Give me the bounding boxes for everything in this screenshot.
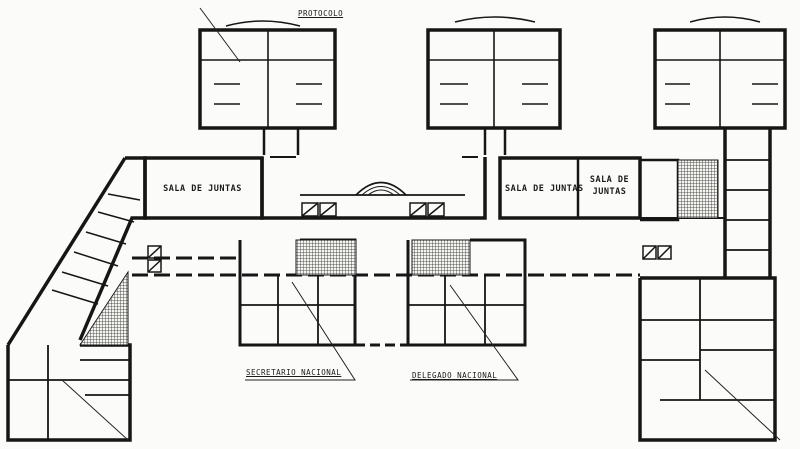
hatched-areas: [79, 159, 719, 346]
label-sala-juntas-right-1: SALA DE: [589, 175, 630, 185]
label-delegado-nacional: DELEGADO NACIONAL: [412, 371, 498, 380]
north-wing-middle: [426, 16, 562, 155]
label-sala-juntas-mid: SALA DE JUNTAS: [505, 184, 584, 194]
main-corridor: [132, 256, 640, 277]
north-wing-right: [653, 16, 787, 130]
leader-lines: [61, 7, 781, 441]
label-secretario-nacional: SECRETARIO NACIONAL: [246, 368, 342, 377]
label-protocolo: PROTOCOLO: [298, 9, 344, 18]
lift-boxes: [147, 202, 672, 273]
label-sala-juntas-left: SALA DE JUNTAS: [163, 184, 242, 194]
north-wing-left: [198, 20, 337, 155]
label-sala-juntas-right-2: JUNTAS: [592, 187, 627, 197]
south-east-block: [638, 276, 777, 442]
diagonal-west-wing: [6, 156, 147, 346]
central-block: [260, 156, 487, 220]
